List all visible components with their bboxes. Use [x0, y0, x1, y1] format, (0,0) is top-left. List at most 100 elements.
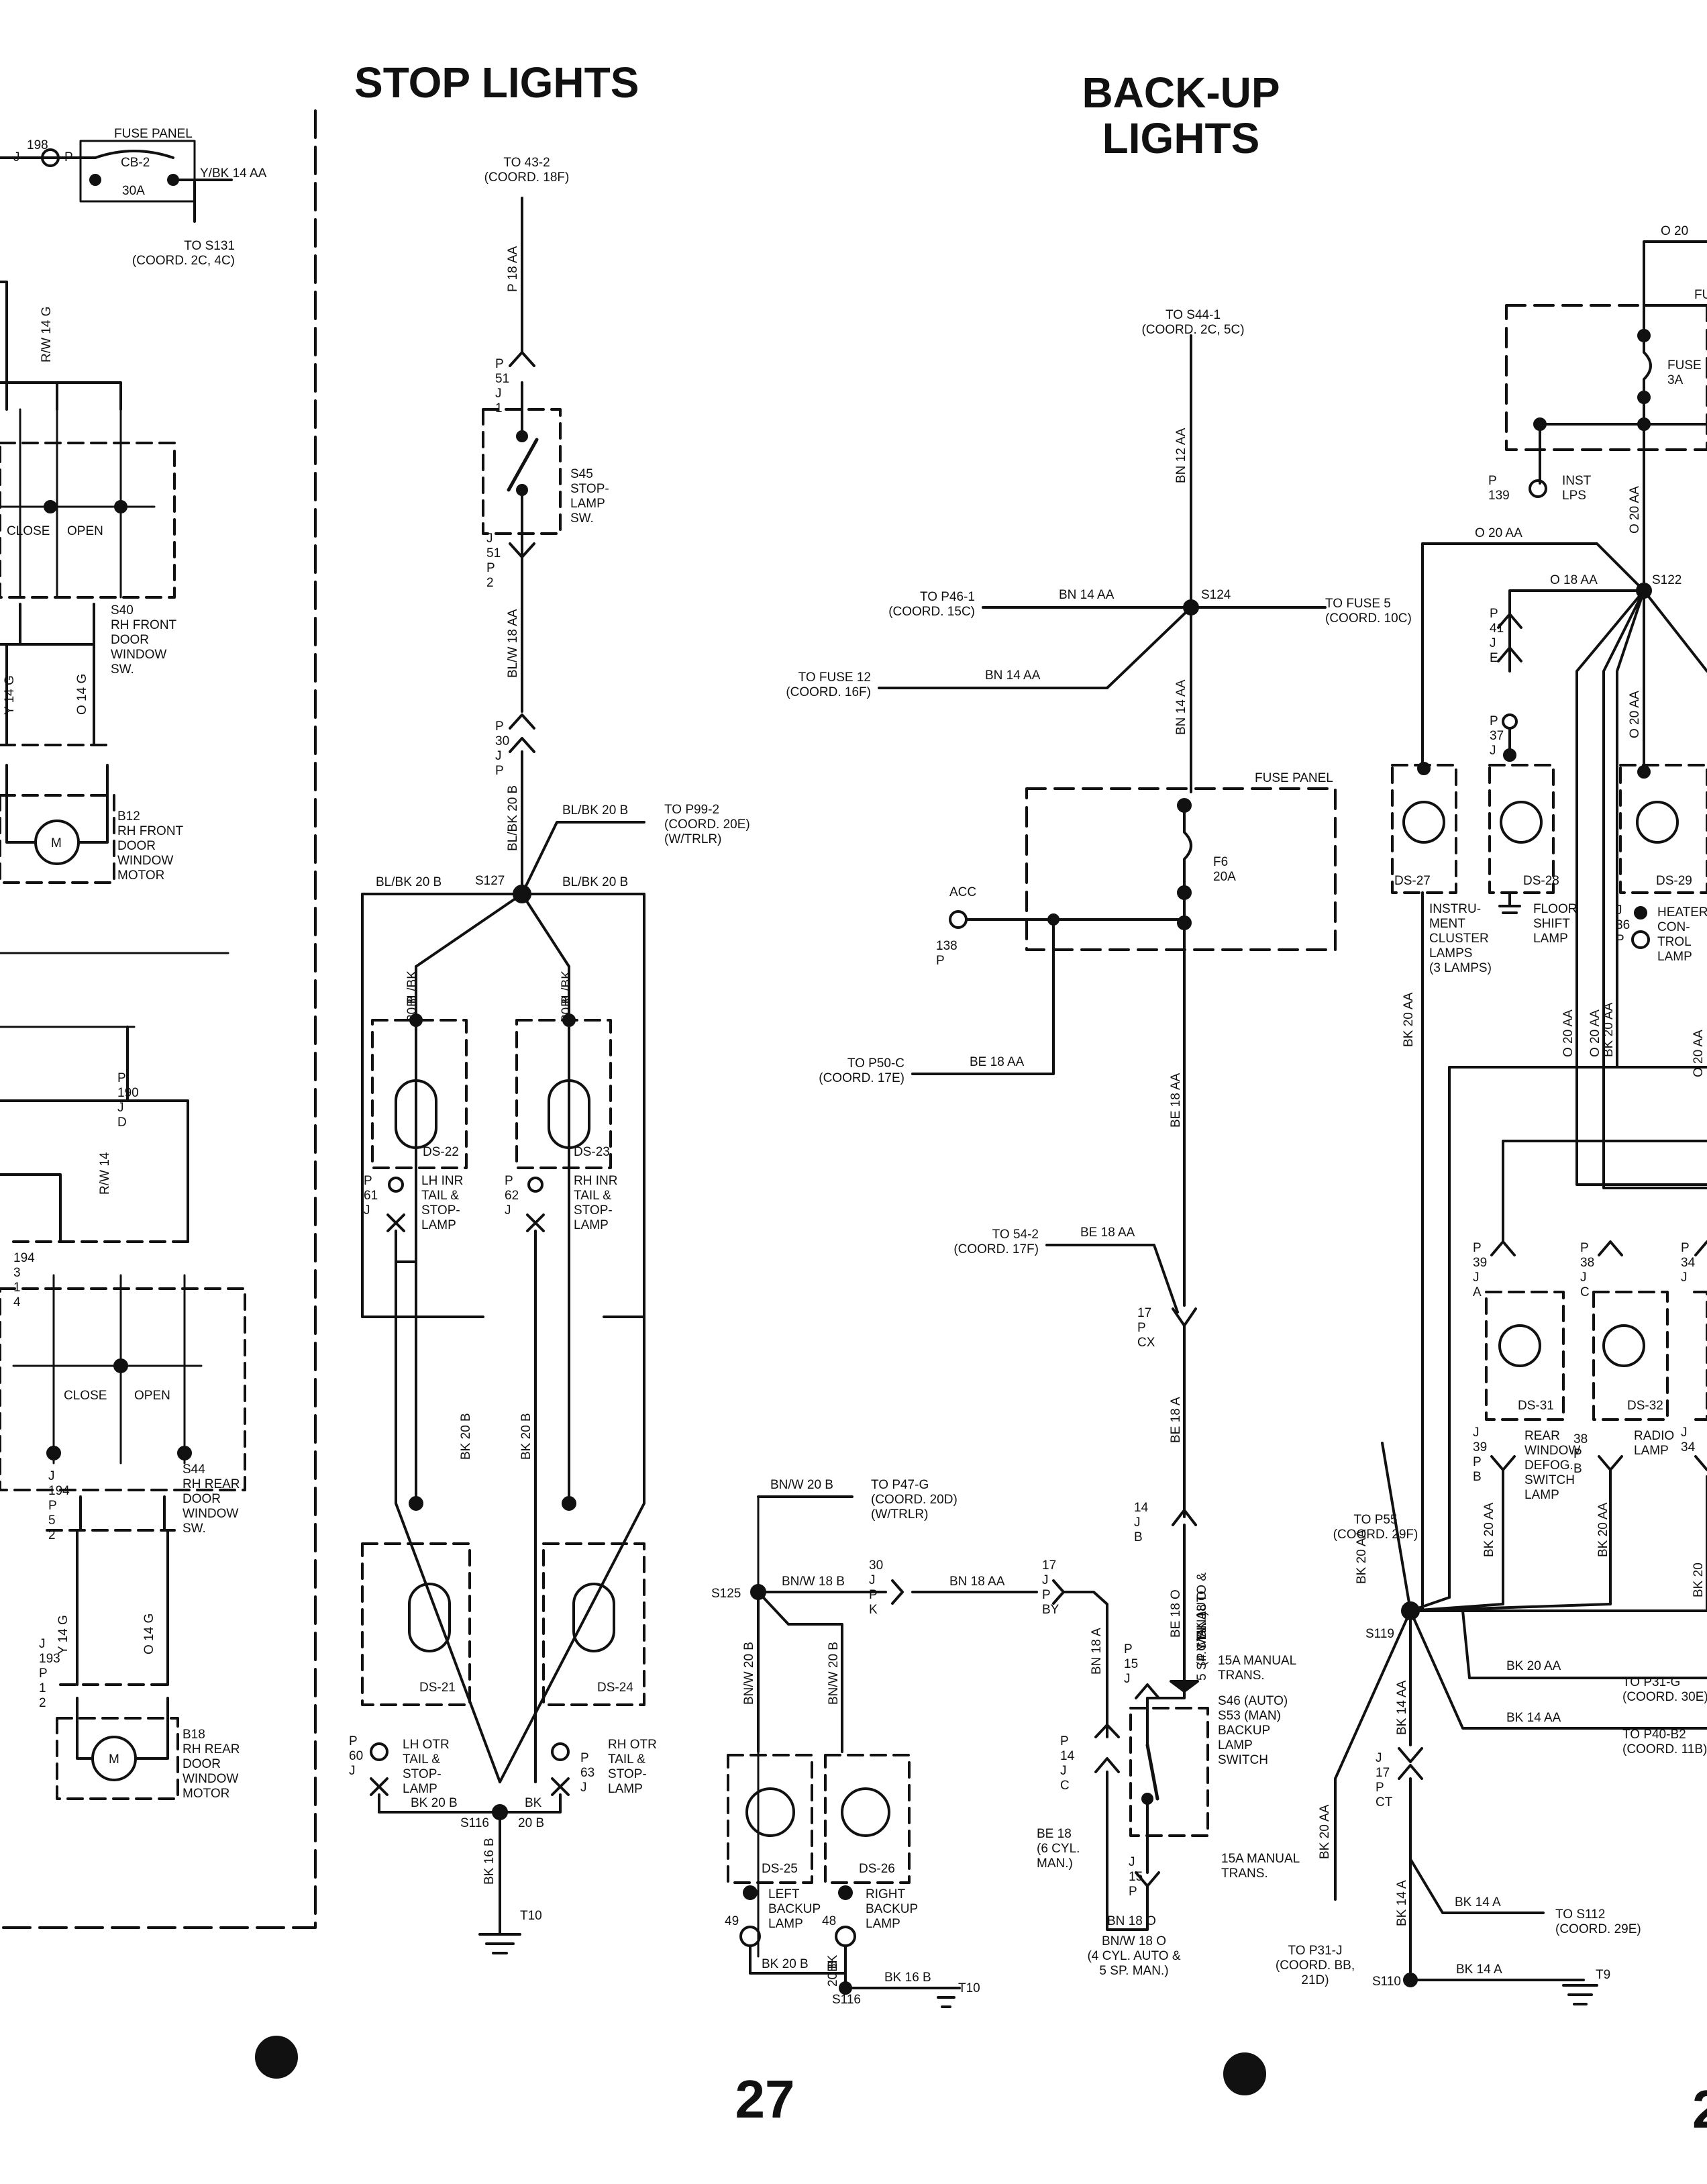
to-p31-g-line-1: TO P31-G: [1622, 1675, 1680, 1689]
next-page-number: 2: [1692, 2079, 1707, 2139]
wire-o20aa-vertical-2: O 20 AA: [1628, 691, 1642, 738]
wire-blbk20b-4-line-1: BL/BK: [405, 971, 419, 1007]
ds25-desc-line-2: BACKUP: [768, 1902, 821, 1916]
s116-backup-label: S116: [832, 1993, 861, 2007]
ds28-desc-line-2: SHIFT: [1533, 917, 1570, 931]
wire-bnw18o-label-line-1: BN/W 18 O: [1102, 1934, 1166, 1948]
wire-rw14g: [0, 281, 8, 384]
s46-label-line-1: S46 (AUTO): [1218, 1694, 1288, 1708]
to-p47-g-line-3: (W/TRLR): [871, 1507, 928, 1522]
to-43-2-line-1: TO 43-2: [503, 156, 550, 170]
conn-30-stop-line-1: P: [495, 719, 504, 734]
conn-41-line-1: P: [1490, 607, 1498, 621]
ds21-desc-line-4: LAMP: [403, 1782, 437, 1796]
wire-bnw18o-label-line-3: 5 SP. MAN.): [1099, 1964, 1168, 1978]
conn-60: [370, 1742, 389, 1761]
s40-label-line-2: RH FRONT: [111, 618, 177, 632]
ds21-desc-line-3: STOP-: [403, 1767, 442, 1781]
s45-contact: [507, 438, 539, 492]
conn-34-top-line-1: P: [1681, 1241, 1690, 1255]
wire-inst-lps: [1539, 423, 1707, 485]
ds21-node: [409, 1496, 423, 1511]
conn-14-b-line-3: B: [1134, 1530, 1143, 1544]
wire-bn18o-label: BN 18 O: [1107, 1914, 1156, 1928]
conn-acc: [949, 910, 968, 929]
conn-34-top-line-2: 34: [1681, 1256, 1696, 1270]
conn-138-line-2: P: [936, 954, 945, 968]
wire-blbk20b-2: BL/BK 20 B: [376, 875, 442, 889]
conn-39-bottom-line-1: J: [1473, 1426, 1480, 1440]
wire-s44-bottom: [79, 1495, 166, 1532]
b18-label-line-1: B18: [183, 1728, 205, 1742]
wire-bn14aa-2: BN 14 AA: [985, 668, 1041, 683]
conn-193-line-2: 193: [39, 1652, 60, 1666]
conn-30-back-line-4: K: [869, 1603, 878, 1617]
to-p47-g-line-2: (COORD. 20D): [871, 1493, 958, 1507]
cb2-rating: 30A: [122, 184, 145, 198]
motor-b12-box: [0, 794, 115, 884]
conn-193-line-5: 2: [39, 1696, 46, 1710]
s44-label-line-5: SW.: [183, 1522, 206, 1536]
wire-bk20aa-6: BK 20: [1692, 1562, 1706, 1597]
conn-194-top-line-4: 4: [13, 1295, 21, 1309]
ds27-desc-line-1: INSTRU-: [1429, 902, 1481, 916]
wire-20b-label: 20 B: [518, 1816, 544, 1830]
conn-139: [1529, 479, 1547, 498]
conn-15-top-line-1: P: [1124, 1642, 1133, 1656]
ds23-desc-line-3: STOP-: [574, 1203, 613, 1218]
conn-39-top-line-1: P: [1473, 1241, 1482, 1255]
conn-63-line-1: P: [580, 1751, 589, 1765]
switch-s44: [0, 1287, 246, 1491]
ground-t9: [1562, 1984, 1598, 2005]
s44-node-2: [46, 1446, 61, 1460]
conn-17-ct: [1398, 1747, 1423, 1780]
s127-label: S127: [475, 874, 505, 888]
wire-o20aa-s122-fan1: [1575, 589, 1645, 1062]
conn-194-bottom-line-2: 194: [48, 1484, 70, 1498]
s40-label-line-1: S40: [111, 603, 134, 617]
wire-y14g-1: Y 14 G: [3, 675, 17, 715]
s46-contact: [1145, 1743, 1159, 1801]
ds28-desc-line-3: LAMP: [1533, 932, 1568, 946]
ds32-desc-line-2: LAMP: [1634, 1444, 1669, 1458]
conn-194-top-line-1: 194: [13, 1251, 35, 1265]
wire-blbk20b-3: BL/BK 20 B: [562, 875, 628, 889]
f6-node-mid: [1177, 885, 1192, 900]
ds24-label: DS-24: [597, 1681, 633, 1695]
wire-bk20b-left-label: BK 20 B: [459, 1413, 473, 1460]
t10-stop-label: T10: [520, 1909, 542, 1923]
wire-p18aa-label: P 18 AA: [506, 246, 520, 292]
wire-bk20b-left: [395, 1260, 501, 1783]
ds27-desc-line-2: MENT: [1429, 917, 1465, 931]
wire-ybk18o-label-line-3: 5 SP. MAN.): [1195, 1611, 1209, 1681]
conn-61-line-3: J: [364, 1203, 370, 1218]
trans-bottom-line-2: TRANS.: [1221, 1867, 1268, 1881]
ds31-desc-line-2: WINDOW: [1524, 1444, 1580, 1458]
conn-15-bottom-line-2: 15: [1129, 1870, 1143, 1884]
ds22-desc-line-1: LH INR: [421, 1174, 463, 1188]
wire-o20aa-3: O 20 AA: [1561, 1009, 1575, 1057]
ds25-node: [743, 1885, 758, 1900]
conn-61-line-2: 61: [364, 1189, 378, 1203]
fuse-panel-left-box: [79, 140, 196, 203]
wire-bk14a-1: BK 14 A: [1455, 1895, 1501, 1909]
wire-o20aa-lamps: [1502, 1140, 1707, 1243]
conn-38-bottom-line-3: B: [1573, 1462, 1582, 1476]
be18-6cyl-line-1: BE 18: [1037, 1827, 1072, 1841]
wire-bk20b-bottom: BK 20 B: [411, 1796, 458, 1810]
wire-bk20b-backup: [749, 1944, 847, 1989]
wire-bk20b-backup-2-line-2: 20 B: [826, 1960, 840, 1987]
wire-rw14g-label: R/W 14 G: [40, 307, 54, 362]
lamp-ds24-box: [542, 1542, 645, 1706]
wire-bk14aa-1: BK 14 AA: [1395, 1680, 1409, 1735]
fuse3a-node-top: [1637, 329, 1651, 342]
lamp-ds31: [1498, 1324, 1541, 1367]
trans-top-line-1: 15A MANUAL: [1218, 1654, 1296, 1668]
conn-30-stop-line-4: P: [495, 764, 504, 778]
lamp-ds29: [1636, 801, 1679, 844]
wire-rw14-label: R/W 14: [98, 1152, 112, 1195]
conn-17-by-line-4: BY: [1042, 1603, 1059, 1617]
